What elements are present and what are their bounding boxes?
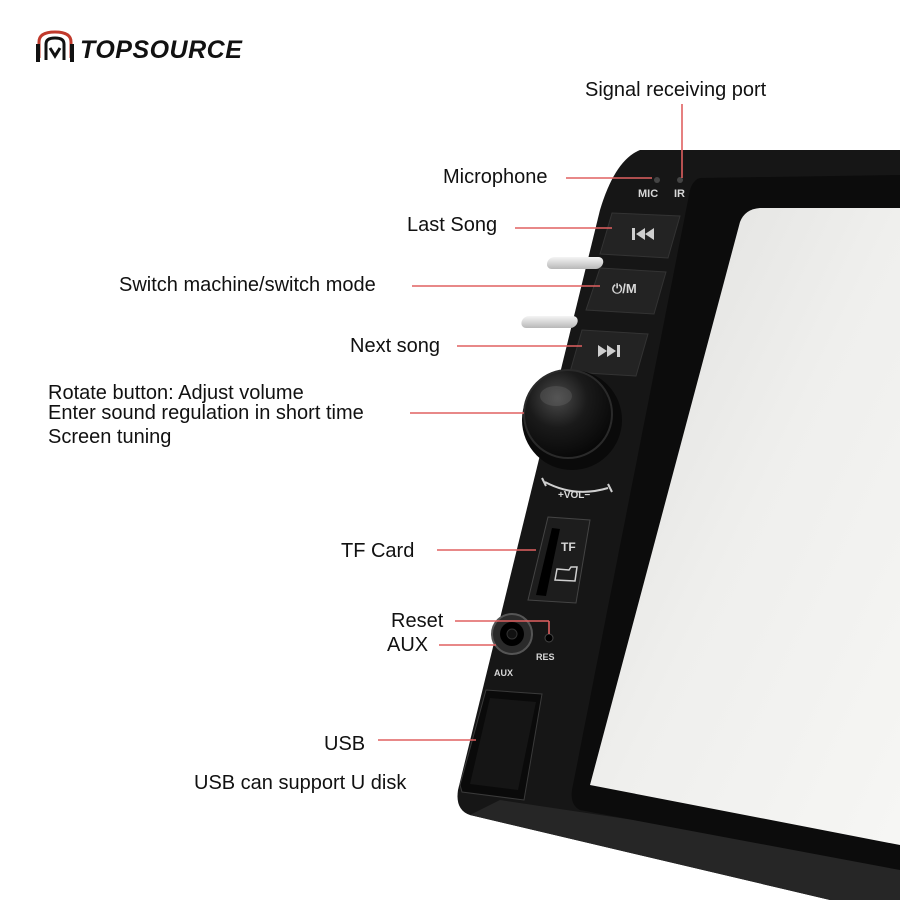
label-next-song: Next song <box>350 335 441 357</box>
brand-logo-icon <box>36 30 74 62</box>
label-usb: USB <box>324 733 366 755</box>
screen <box>590 208 900 845</box>
mic-hole <box>654 177 660 183</box>
label-switch-mode: Switch machine/switch mode <box>119 274 376 296</box>
mic-engraving: MIC <box>638 188 659 200</box>
label-last-song: Last Song <box>407 214 498 236</box>
ir-sensor <box>677 177 683 183</box>
aux-engraving: AUX <box>494 668 514 678</box>
vol-engraving: +VOL− <box>558 490 591 501</box>
brand-name: TOPSOURCE <box>80 36 243 64</box>
mode-button <box>585 267 667 315</box>
label-rotate-volume: Rotate button: Adjust volume <box>48 382 304 404</box>
label-reset: Reset <box>391 610 444 632</box>
volume-knob <box>523 369 613 459</box>
ir-engraving: IR <box>674 188 685 200</box>
power-mode-icon: ⏻/M <box>612 281 637 296</box>
res-engraving: RES <box>536 652 555 662</box>
label-microphone: Microphone <box>443 166 548 188</box>
label-screen-tuning: Screen tuning <box>48 426 172 448</box>
tf-engraving: TF <box>561 540 576 554</box>
label-signal-port: Signal receiving port <box>585 79 767 101</box>
label-sound-regulation: Enter sound regulation in short time <box>48 402 364 424</box>
reset-hole <box>544 633 554 643</box>
leader-lines <box>378 104 683 741</box>
label-usb-note: USB can support U disk <box>194 772 407 794</box>
label-aux: AUX <box>387 634 429 656</box>
label-tf-card: TF Card <box>341 540 415 562</box>
